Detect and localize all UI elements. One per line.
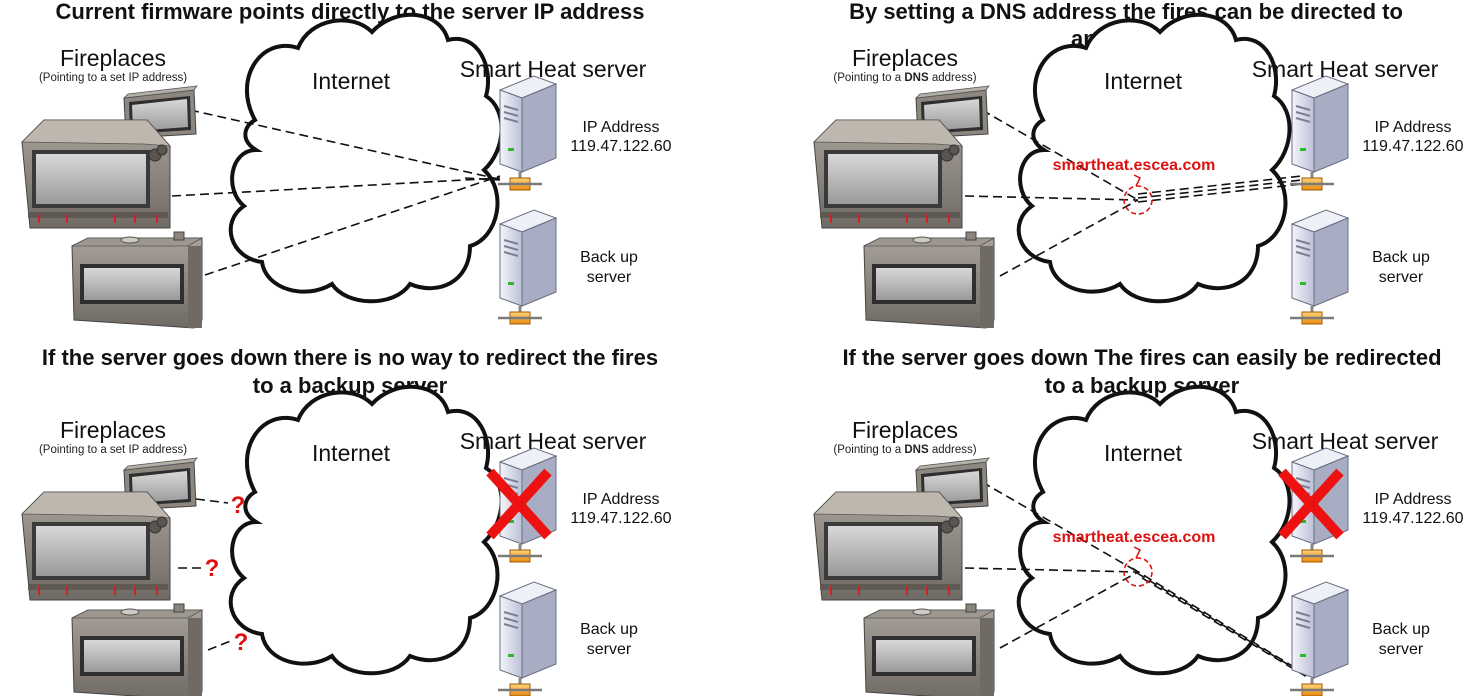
- panel-4: If the server goes down The fires can ea…: [813, 345, 1464, 696]
- connection-line: [189, 109, 504, 181]
- ip-value: 119.47.122.60: [1362, 510, 1463, 527]
- server-label: Smart Heat server: [460, 56, 647, 82]
- dns-resolution-marker: [1123, 185, 1153, 215]
- fireplace-box-icon: [71, 603, 204, 696]
- backup-server-icon: [498, 209, 558, 325]
- server-label: Smart Heat server: [1252, 428, 1439, 454]
- ip-label: IP Address: [1374, 491, 1451, 508]
- pointing-note-text: (Pointing to a: [833, 444, 904, 456]
- pointing-note-bold: DNS: [904, 72, 929, 84]
- dns-address-label: smartheat.escea.com: [1053, 529, 1216, 546]
- question-mark: ?: [231, 492, 246, 519]
- connection-line: [1141, 577, 1308, 678]
- backup-server-icon: [1290, 209, 1350, 325]
- dns-address-label: smartheat.escea.com: [1053, 157, 1216, 174]
- internet-cloud: [1016, 384, 1292, 676]
- fireplace-large-icon: [813, 491, 963, 601]
- connection-line: [981, 481, 1139, 573]
- fireplaces-label: Fireplaces: [60, 417, 166, 443]
- fireplace-large-icon: [813, 119, 963, 229]
- internet-cloud: [1016, 12, 1292, 304]
- server-label: Smart Heat server: [460, 428, 647, 454]
- dns-pointer: [1133, 546, 1142, 559]
- fireplace-small-icon: [914, 457, 990, 511]
- cloud-group: [1016, 384, 1292, 676]
- panel-2: By setting a DNS address the fires can b…: [813, 0, 1464, 329]
- backup-server-label: server: [587, 641, 632, 658]
- connection-line: [464, 177, 501, 181]
- pointing-note: (Pointing to a DNS address): [833, 444, 976, 456]
- panel-1: Current firmware points directly to the …: [21, 0, 672, 329]
- ip-value: 119.47.122.60: [570, 138, 671, 155]
- fireplaces-label: Fireplaces: [60, 45, 166, 71]
- pointing-note-text: (Pointing to a set IP address): [39, 72, 187, 84]
- ip-value: 119.47.122.60: [570, 510, 671, 527]
- smart-heat-server-icon: [498, 447, 558, 563]
- server-label: Smart Heat server: [1252, 56, 1439, 82]
- backup-server-label: server: [1379, 269, 1424, 286]
- server-down-cross-icon: [1278, 468, 1344, 540]
- ip-label: IP Address: [582, 491, 659, 508]
- backup-server-label: Back up: [1372, 621, 1430, 638]
- ip-label: IP Address: [1374, 119, 1451, 136]
- internet-label: Internet: [1104, 440, 1183, 466]
- connection-line: [981, 109, 1139, 201]
- question-mark: ?: [234, 629, 249, 656]
- fireplace-large-icon: [21, 119, 171, 229]
- internet-label: Internet: [312, 68, 391, 94]
- pointing-note-text: address): [929, 72, 977, 84]
- connection-line: [1131, 567, 1303, 673]
- pointing-note-bold: DNS: [904, 444, 929, 456]
- cloud-group: [228, 384, 504, 676]
- backup-server-label: server: [587, 269, 632, 286]
- panel-title: If the server goes down The fires can ea…: [842, 345, 1441, 370]
- fireplace-box-icon: [71, 231, 204, 329]
- internet-cloud: [228, 12, 504, 304]
- backup-server-icon: [1290, 581, 1350, 696]
- ip-label: IP Address: [582, 119, 659, 136]
- connection-line: [195, 498, 229, 504]
- connection-line: [207, 639, 234, 651]
- backup-server-label: server: [1379, 641, 1424, 658]
- pointing-note: (Pointing to a set IP address): [39, 444, 187, 456]
- cloud-group: [228, 12, 504, 304]
- backup-server-label: Back up: [580, 249, 638, 266]
- connection-line: [964, 195, 1139, 201]
- pointing-note-text: (Pointing to a: [833, 72, 904, 84]
- internet-label: Internet: [1104, 68, 1183, 94]
- backup-server-label: Back up: [1372, 249, 1430, 266]
- backup-server-label: Back up: [580, 621, 638, 638]
- pointing-note: (Pointing to a DNS address): [833, 72, 976, 84]
- smart-heat-server-icon: [1290, 447, 1350, 563]
- connection-line: [171, 177, 501, 197]
- question-mark: ?: [205, 555, 220, 582]
- internet-label: Internet: [312, 440, 391, 466]
- pointing-note-text: address): [929, 444, 977, 456]
- connection-line: [964, 567, 1139, 573]
- smart-heat-server-icon: [498, 75, 558, 191]
- internet-cloud: [228, 384, 504, 676]
- fireplaces-label: Fireplaces: [852, 417, 958, 443]
- ip-value: 119.47.122.60: [1362, 138, 1463, 155]
- pointing-note-text: (Pointing to a set IP address): [39, 444, 187, 456]
- panel-title: If the server goes down there is no way …: [42, 345, 658, 370]
- cloud-group: [1016, 12, 1292, 304]
- connection-line: [999, 571, 1139, 649]
- dns-resolution-marker: [1123, 557, 1153, 587]
- backup-server-icon: [498, 581, 558, 696]
- connection-line: [204, 175, 501, 276]
- panel-3: If the server goes down there is no way …: [21, 345, 672, 696]
- fireplace-box-icon: [863, 603, 996, 696]
- fireplace-box-icon: [863, 231, 996, 329]
- connection-line: [1136, 572, 1305, 676]
- connection-line: [999, 199, 1139, 277]
- fireplace-large-icon: [21, 491, 171, 601]
- fireplaces-label: Fireplaces: [852, 45, 958, 71]
- dns-pointer: [1133, 174, 1142, 187]
- smart-heat-server-icon: [1290, 75, 1350, 191]
- server-down-cross-icon: [486, 468, 552, 540]
- pointing-note: (Pointing to a set IP address): [39, 72, 187, 84]
